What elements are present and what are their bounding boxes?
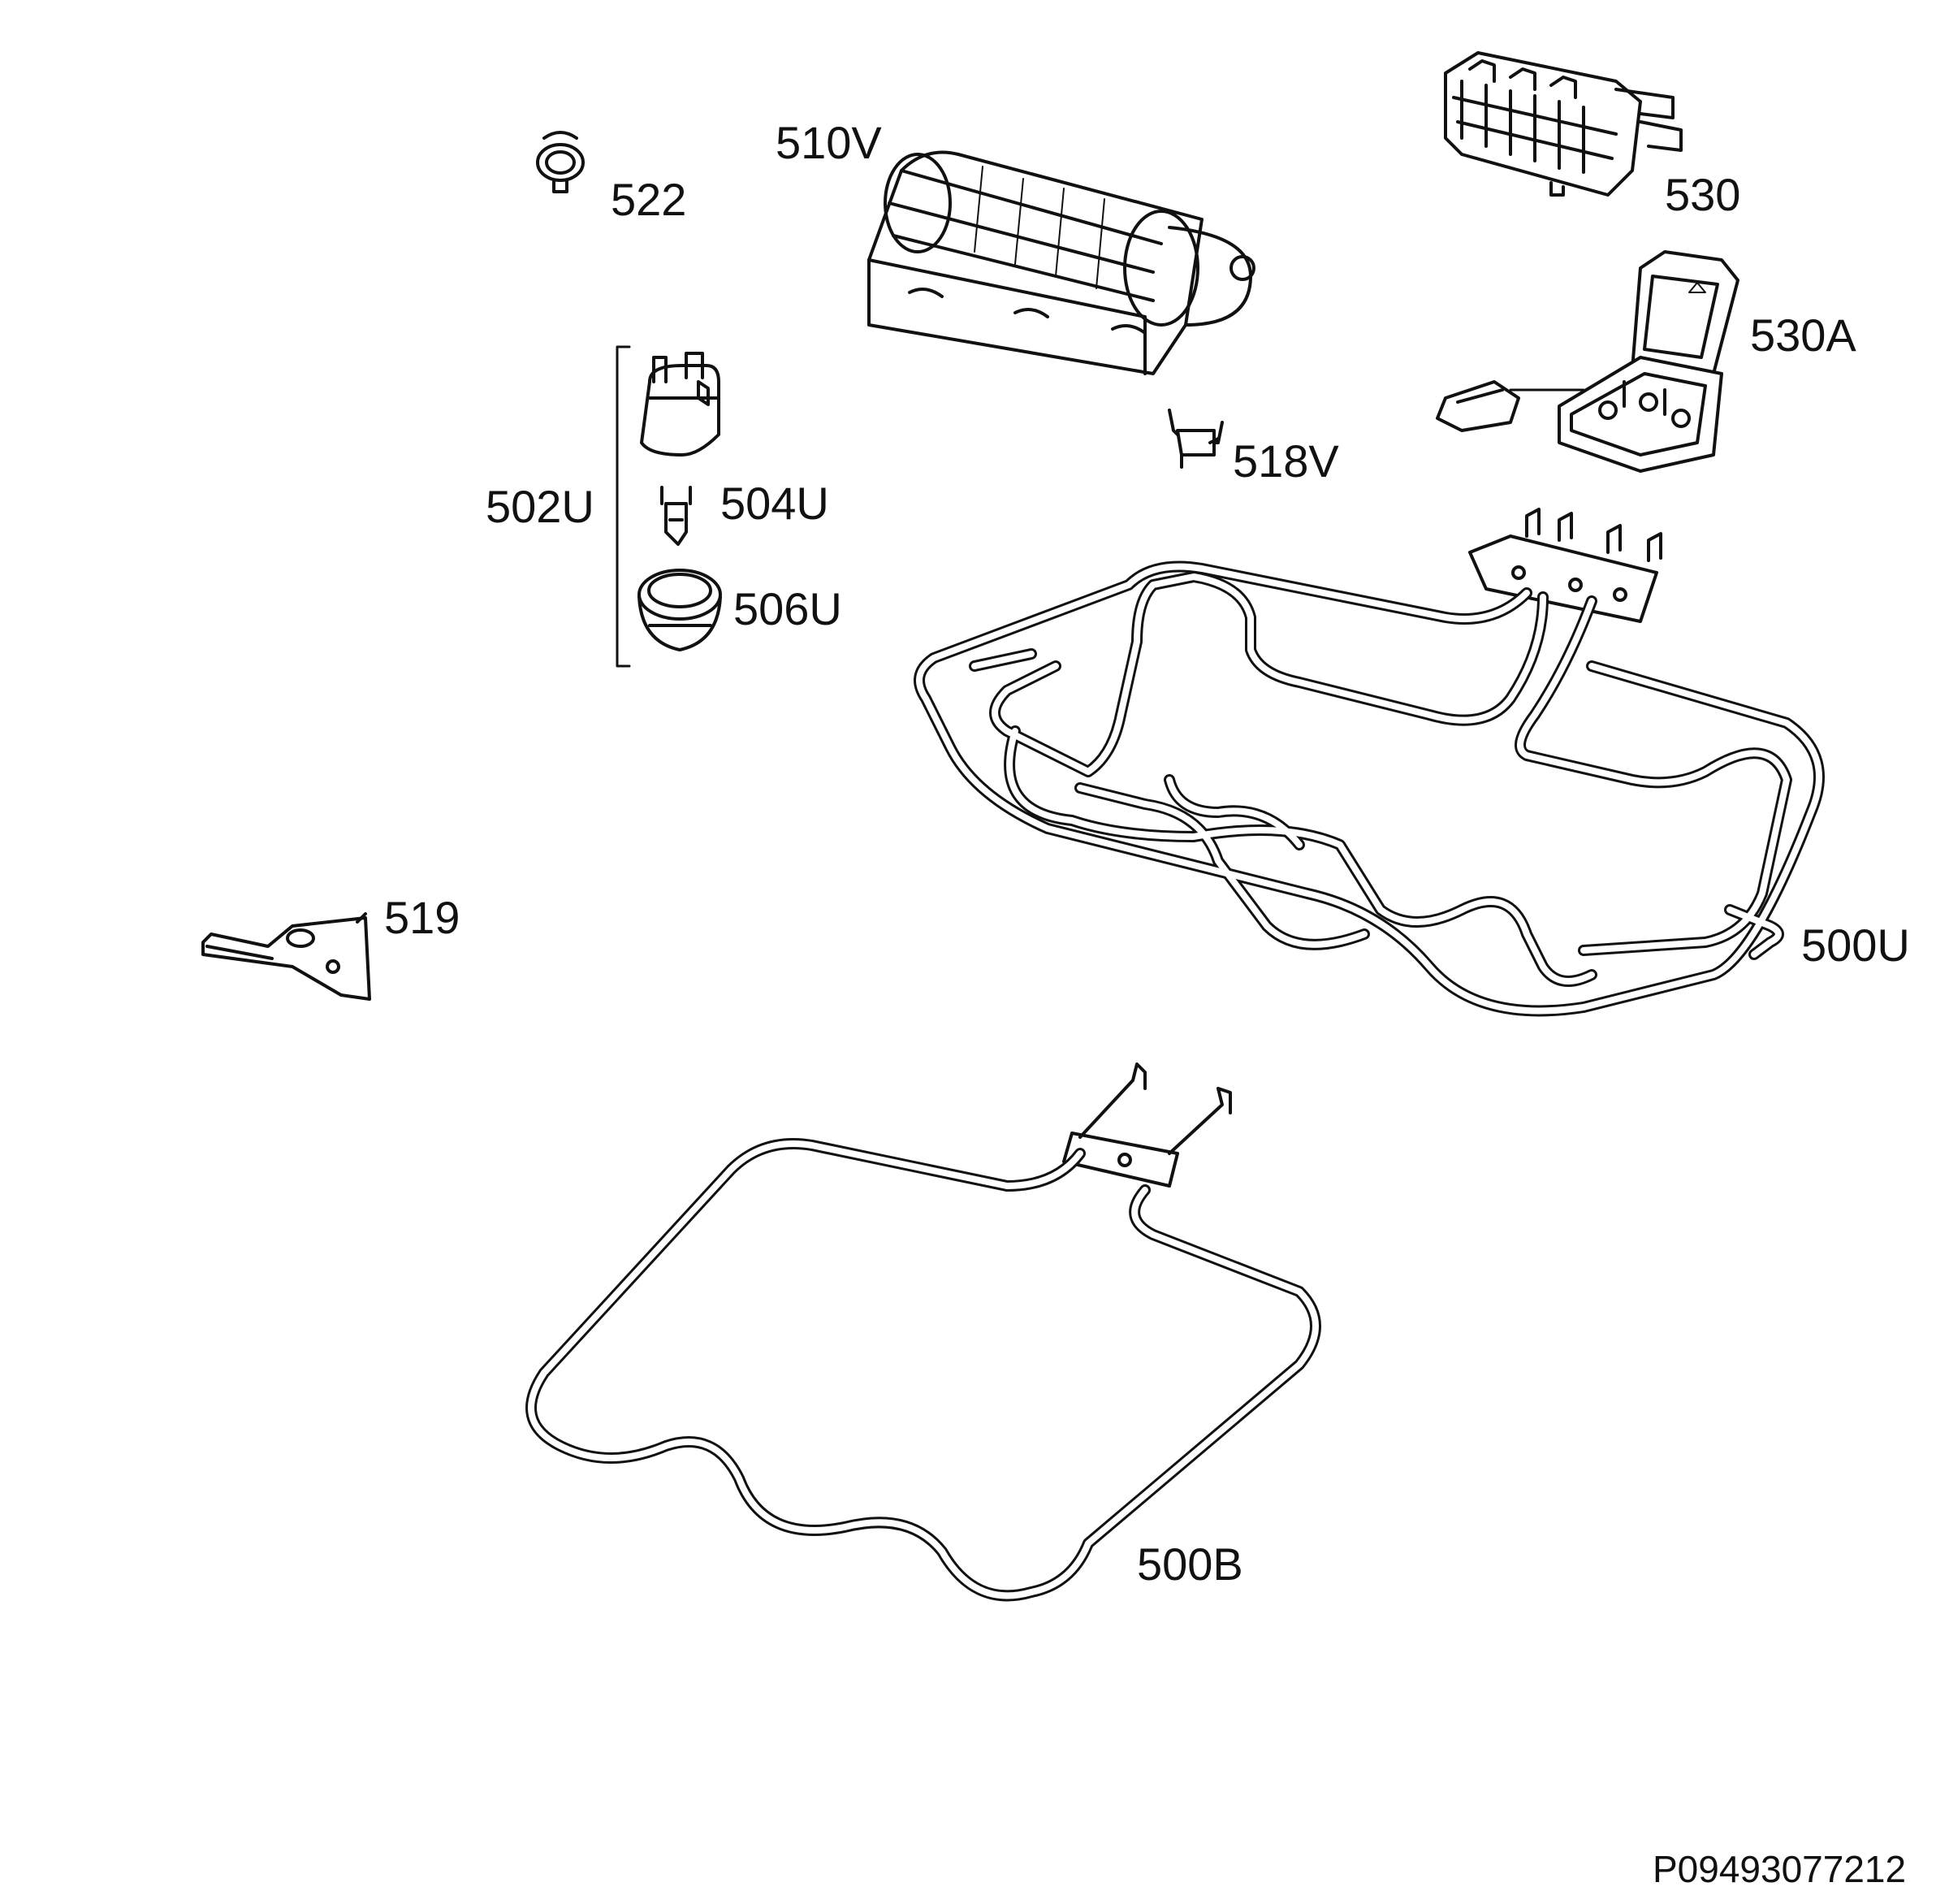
part-500B-bottom-element bbox=[525, 1062, 1321, 1602]
label-506U: 506U bbox=[733, 583, 842, 634]
label-504U: 504U bbox=[720, 478, 829, 529]
document-id: P09493077212 bbox=[1653, 1848, 1907, 1890]
part-506U-lamp-glass bbox=[637, 569, 722, 651]
part-530-terminal-block bbox=[1444, 51, 1683, 197]
label-502U: 502U bbox=[486, 481, 594, 532]
part-lamp-holder bbox=[640, 352, 720, 457]
part-510V-fan-motor bbox=[867, 150, 1255, 375]
label-522: 522 bbox=[611, 174, 687, 225]
part-519-bracket bbox=[201, 912, 371, 1001]
label-530: 530 bbox=[1665, 169, 1741, 220]
part-518V-bracket bbox=[1168, 409, 1224, 469]
part-530A-terminal-box bbox=[1436, 250, 1739, 473]
part-504U-bulb bbox=[660, 486, 692, 546]
part-500U-grill-element bbox=[914, 508, 1825, 1017]
label-510V: 510V bbox=[776, 117, 882, 168]
label-519: 519 bbox=[384, 892, 460, 943]
label-500U: 500U bbox=[1801, 920, 1910, 971]
part-522-clip bbox=[536, 131, 585, 193]
label-500B: 500B bbox=[1137, 1538, 1243, 1590]
label-518V: 518V bbox=[1233, 435, 1339, 487]
group-502U-bracket bbox=[616, 345, 631, 668]
label-530A: 530A bbox=[1750, 309, 1856, 361]
